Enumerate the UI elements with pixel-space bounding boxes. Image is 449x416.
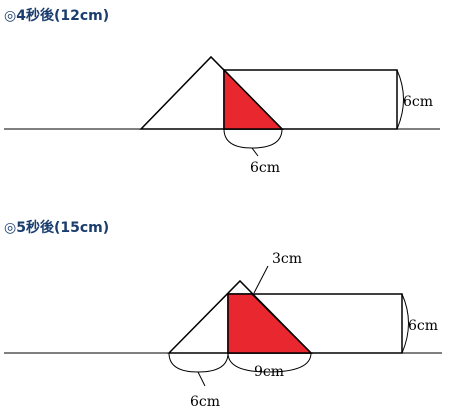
- base-label-1: 6cm: [250, 160, 280, 176]
- overlap-region-2: [227, 293, 313, 354]
- overlap-region-1: [223, 68, 284, 130]
- top-label-2: 3cm: [272, 251, 302, 267]
- overlap-label-2: 9cm: [254, 364, 284, 380]
- left-leader-2: [197, 371, 206, 387]
- height-brace-2: [401, 293, 409, 354]
- top-leader-2: [253, 265, 269, 294]
- panel-5-seconds: ◎5秒後(15cm) 3cm 6cm 9cm 6cm: [4, 219, 442, 410]
- base-brace-1: [223, 128, 283, 149]
- panel-4-seconds: ◎4秒後(12cm) 6cm 6cm: [4, 7, 440, 176]
- height-label-2: 6cm: [408, 318, 438, 334]
- base-leader-1: [251, 147, 259, 157]
- panel-2-title: ◎5秒後(15cm): [4, 219, 109, 236]
- overlap-brace-2: [227, 352, 312, 373]
- left-label-2: 6cm: [190, 394, 220, 410]
- panel-1-title: ◎4秒後(12cm): [4, 7, 109, 24]
- height-label-1: 6cm: [403, 94, 433, 110]
- left-brace-2: [168, 352, 229, 373]
- height-brace-1: [396, 69, 404, 130]
